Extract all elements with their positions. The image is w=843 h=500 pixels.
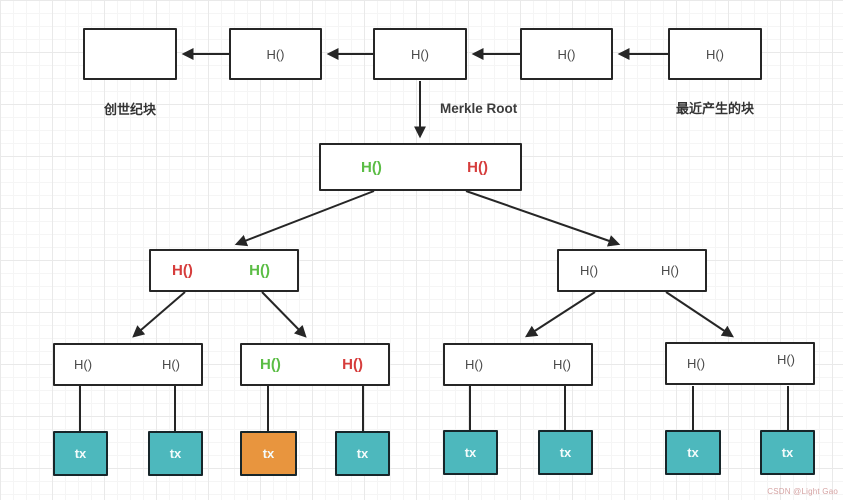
leaf-node-c: H() H(): [443, 343, 593, 386]
leaf-node-b-left-hash: H(): [260, 356, 281, 373]
arrow-root-to-left-node: [234, 190, 375, 247]
leaf-node-b: H() H(): [240, 343, 390, 386]
block-4-hash-label: H(): [557, 46, 576, 62]
tx-2-label: tx: [169, 446, 182, 461]
leaf-node-c-left-hash: H(): [465, 357, 484, 372]
tx-6-label: tx: [559, 445, 572, 460]
arrow-left-to-leaf-a: [132, 291, 186, 338]
genesis-block: [83, 28, 177, 80]
leaf-node-d: H() H(): [665, 342, 815, 385]
tx-box-1: tx: [53, 431, 108, 476]
tree-left-node-right-hash: H(): [249, 262, 270, 279]
block-2: H(): [229, 28, 322, 80]
tx-box-7: tx: [665, 430, 721, 475]
merkle-root-node: H() H(): [319, 143, 522, 191]
leaf-node-a-left-hash: H(): [74, 357, 93, 372]
leaf-node-a-right-hash: H(): [161, 357, 180, 372]
merkle-root-caption: Merkle Root: [440, 101, 518, 116]
merkle-root-right-hash: H(): [467, 158, 488, 176]
tree-right-node: H() H(): [557, 249, 707, 292]
block-3-hash-label: H(): [410, 46, 430, 62]
leaf-node-c-right-hash: H(): [552, 357, 571, 372]
tx-box-8: tx: [760, 430, 815, 475]
latest-block: H(): [668, 28, 762, 80]
tree-left-node: H() H(): [149, 249, 299, 292]
tx-4-label: tx: [356, 446, 369, 461]
block-4: H(): [520, 28, 613, 80]
tx-box-2: tx: [148, 431, 203, 476]
tx-box-5: tx: [443, 430, 498, 475]
arrow-right-to-leaf-d: [665, 291, 734, 338]
genesis-caption: 创世纪块: [103, 102, 156, 117]
arrow-root-to-right-node: [465, 190, 621, 247]
tree-left-node-left-hash: H(): [172, 262, 193, 279]
tx-5-label: tx: [464, 445, 477, 460]
latest-block-caption: 最近产生的块: [675, 101, 754, 116]
tx-1-label: tx: [74, 446, 87, 461]
tx-box-3: tx: [240, 431, 297, 476]
arrow-left-to-leaf-b: [261, 291, 307, 338]
tx-3-label: tx: [262, 446, 275, 461]
tx-box-6: tx: [538, 430, 593, 475]
leaf-node-a: H() H(): [53, 343, 203, 386]
block-3: H(): [373, 28, 467, 80]
arrow-right-to-leaf-c: [524, 291, 596, 338]
latest-block-hash-label: H(): [705, 46, 725, 62]
leaf-node-d-left-hash: H(): [687, 356, 706, 371]
tx-box-4: tx: [335, 431, 390, 476]
tree-right-node-left-hash: H(): [580, 263, 599, 278]
tx-7-label: tx: [687, 445, 699, 460]
tx-8-label: tx: [781, 445, 794, 460]
leaf-node-b-right-hash: H(): [342, 356, 363, 373]
watermark: CSDN @Light Gao: [767, 487, 838, 496]
merkle-root-left-hash: H(): [361, 158, 382, 176]
tree-right-node-right-hash: H(): [660, 263, 679, 278]
block-2-hash-label: H(): [266, 46, 285, 62]
leaf-node-d-right-hash: H(): [776, 352, 795, 367]
